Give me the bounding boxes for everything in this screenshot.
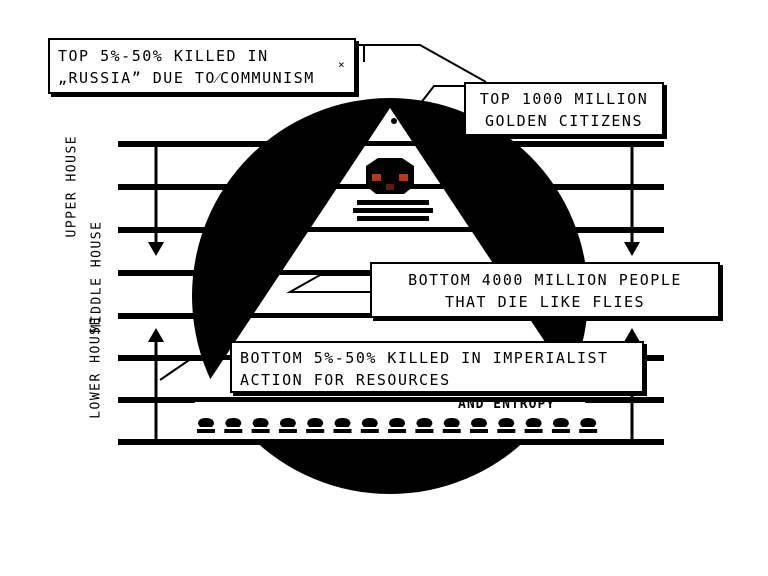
small-skull-icon: [497, 418, 516, 433]
eye-icon: [391, 118, 397, 124]
skull-icon: [353, 158, 433, 221]
golden-line2: GOLDEN CITIZENS: [485, 112, 643, 130]
small-skull-icon: [579, 418, 598, 433]
small-skull-icon: [388, 418, 407, 433]
small-skull-icon: [470, 418, 488, 433]
bottom-people-label: BOTTOM 4000 MILLION PEOPLE THAT DIE LIKE…: [370, 262, 720, 318]
top-killed-label: TOP 5%-50% KILLED IN „RUSSIA” DUE TO⁄COM…: [48, 38, 356, 94]
small-skull-icon: [415, 418, 434, 433]
small-skull-icon: [551, 418, 570, 433]
lower-house-label: LOWER HOUSE: [88, 316, 104, 419]
golden-citizens-label: TOP 1000 MILLION GOLDEN CITIZENS: [464, 82, 664, 136]
upper-house-label: UPPER HOUSE: [64, 134, 80, 238]
small-skull-icon: [306, 418, 325, 433]
bottom-people-line1: BOTTOM 4000 MILLION PEOPLE: [408, 271, 682, 289]
top-killed-line2: „RUSSIA” DUE TO⁄COMMUNISM: [58, 69, 315, 87]
bottom-people-line2: THAT DIE LIKE FLIES: [444, 293, 646, 311]
bottom-killed-line2: ACTION FOR RESOURCES: [240, 371, 451, 389]
small-skull-icon: [278, 418, 297, 433]
top-killed-line1: TOP 5%-50% KILLED IN: [58, 47, 269, 65]
golden-line1: TOP 1000 MILLION: [479, 90, 649, 108]
footnote-mark: ×: [338, 58, 345, 71]
bottom-killed-label: BOTTOM 5%-50% KILLED IN IMPERIALIST ACTI…: [230, 341, 644, 393]
left-arrows: [148, 144, 164, 442]
small-skull-icon: [197, 418, 215, 433]
connector-lines: [159, 44, 487, 381]
small-skull-icon: [251, 418, 270, 433]
small-skull-row: [197, 418, 598, 433]
small-skull-icon: [360, 418, 379, 433]
bottom-killed-line1: BOTTOM 5%-50% KILLED IN IMPERIALIST: [240, 349, 609, 367]
small-skull-icon: [224, 418, 243, 433]
small-skull-icon: [524, 418, 543, 433]
small-skull-icon: [442, 418, 461, 433]
small-skull-icon: [333, 418, 352, 433]
entropy-label: AND ENTROPY: [458, 397, 556, 412]
